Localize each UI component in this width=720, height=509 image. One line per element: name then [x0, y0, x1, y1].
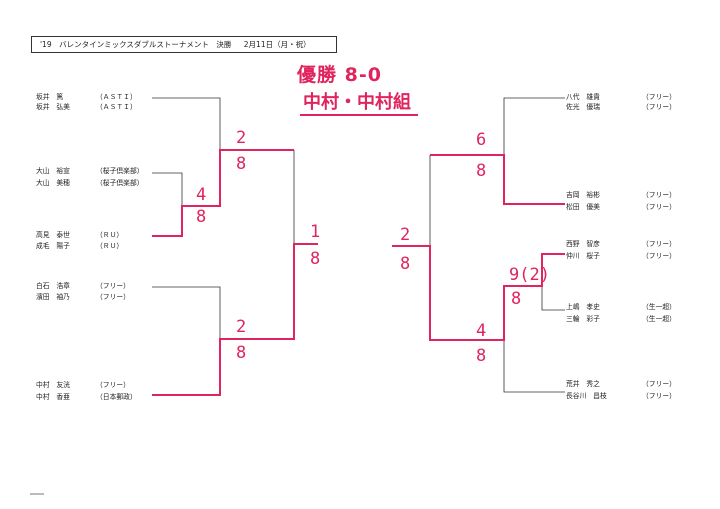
left-player-9: 中村 友洸 （フリー）	[36, 381, 130, 389]
left-player-7: 白石 浩章 （フリー）	[36, 282, 130, 290]
line-right-1	[503, 97, 565, 155]
player-club: （桜子倶楽部）	[96, 167, 144, 175]
win-lines	[152, 149, 565, 396]
left-player-6: 成毛 陽子 （ＲＵ）	[36, 242, 123, 250]
right-player-3: 吉岡 裕彬 （フリー）	[566, 191, 676, 199]
player-club: （フリー）	[642, 240, 676, 248]
win-right-qf1	[430, 154, 565, 205]
score-l-qf1-bot: 8	[236, 154, 247, 174]
line-right-4	[541, 286, 565, 311]
player-name: 佐光 優瑞	[566, 103, 600, 111]
player-name: 荒井 秀之	[566, 380, 600, 388]
player-name: 高見 泰世	[36, 231, 70, 239]
player-name: 上嶋 孝史	[566, 303, 600, 311]
score-r-qf1-top: 6	[476, 130, 487, 150]
right-player-1: 八代 雄貴 （フリー）	[566, 93, 676, 101]
loss-lines	[152, 97, 565, 393]
player-club: （フリー）	[96, 381, 130, 389]
player-club: （桜子倶楽部）	[96, 179, 144, 187]
score-r-qf2-top: 4	[476, 321, 487, 341]
score-r-sf-bot: 8	[400, 254, 411, 274]
player-name: 白石 浩章	[36, 282, 70, 290]
right-player-8: 三輪 彩子 （生一超）	[566, 315, 676, 323]
player-club: （フリー）	[642, 252, 676, 260]
line-left-2	[152, 172, 183, 206]
champion-score: 優勝 8-0	[297, 64, 382, 86]
right-player-9: 荒井 秀之 （フリー）	[566, 380, 676, 388]
left-player-3: 大山 裕宣 （桜子倶楽部）	[36, 167, 144, 175]
player-club: （ＲＵ）	[96, 242, 124, 250]
player-name: 成毛 陽子	[36, 242, 70, 250]
player-club: （フリー）	[642, 103, 676, 111]
line-right-5	[503, 340, 565, 393]
score-r-qf2-bot: 8	[476, 346, 487, 366]
player-name: 中村 友洸	[36, 381, 70, 389]
scan-mark	[30, 493, 44, 495]
player-club: （日本郵政）	[96, 393, 137, 401]
player-club: （ＲＵ）	[96, 231, 124, 239]
player-club: （フリー）	[642, 392, 676, 400]
player-club: （生一超）	[642, 303, 676, 311]
score-r-sf-top: 2	[400, 225, 411, 245]
left-player-2: 坂井 弘美 （ＡＳＴＩ）	[36, 103, 137, 111]
left-player-8: 濱田 袖乃 （フリー）	[36, 293, 130, 301]
score-l-qf1-top: 2	[236, 128, 247, 148]
player-name: 八代 雄貴	[566, 93, 600, 101]
player-club: （フリー）	[642, 203, 676, 211]
player-club: （フリー）	[642, 191, 676, 199]
player-name: 吉岡 裕彬	[566, 191, 600, 199]
score-l-sf-bot: 8	[310, 249, 321, 269]
champion-underline	[300, 114, 418, 116]
player-name: 三輪 彩子	[566, 315, 600, 323]
right-player-6: 仲川 桜子 （フリー）	[566, 252, 676, 260]
right-player-10: 長谷川 昌枝 （フリー）	[566, 392, 676, 400]
player-club: （生一超）	[642, 315, 676, 323]
win-right-final	[392, 245, 565, 341]
event-date: 2月11日（月・祝）	[243, 40, 311, 49]
score-l-r1-bot: 8	[196, 207, 207, 227]
right-player-2: 佐光 優瑞 （フリー）	[566, 103, 676, 111]
player-club: （フリー）	[642, 380, 676, 388]
champion-team: 中村・中村組	[303, 92, 411, 113]
left-player-4: 大山 美穂 （桜子倶楽部）	[36, 179, 144, 187]
player-name: 坂井 篤	[36, 93, 64, 101]
player-club: （フリー）	[642, 93, 676, 101]
win-left-final	[152, 243, 318, 396]
score-r-qf1-bot: 8	[476, 161, 487, 181]
player-name: 濱田 袖乃	[36, 293, 70, 301]
score-r-r1-top: 9(2)	[509, 265, 550, 285]
line-left-1	[152, 97, 221, 150]
win-left-r1	[152, 149, 294, 237]
player-name: 松田 優美	[566, 203, 600, 211]
event-title: '19 バレンタインミックスダブルストーナメント 決勝	[40, 40, 232, 49]
left-player-1: 坂井 篤 （ＡＳＴＩ）	[36, 93, 137, 101]
player-club: （フリー）	[96, 293, 130, 301]
score-l-qf2-bot: 8	[236, 343, 247, 363]
right-player-7: 上嶋 孝史 （生一超）	[566, 303, 676, 311]
right-player-5: 西野 智彦 （フリー）	[566, 240, 676, 248]
left-player-5: 高見 泰世 （ＲＵ）	[36, 231, 123, 239]
player-club: （ＡＳＴＩ）	[96, 93, 137, 101]
player-name: 坂井 弘美	[36, 103, 70, 111]
line-left-3	[152, 286, 221, 339]
player-name: 長谷川 昌枝	[566, 392, 607, 400]
left-player-10: 中村 香亜 （日本郵政）	[36, 393, 137, 401]
player-club: （フリー）	[96, 282, 130, 290]
player-name: 大山 美穂	[36, 179, 70, 187]
player-name: 仲川 桜子	[566, 252, 600, 260]
score-l-sf-top: 1	[310, 222, 321, 242]
player-name: 中村 香亜	[36, 393, 70, 401]
score-l-r1-top: 4	[196, 185, 207, 205]
score-l-qf2-top: 2	[236, 317, 247, 337]
right-player-4: 松田 優美 （フリー）	[566, 203, 676, 211]
player-club: （ＡＳＴＩ）	[96, 103, 137, 111]
player-name: 大山 裕宣	[36, 167, 70, 175]
score-r-r1-bot: 8	[511, 289, 522, 309]
player-name: 西野 智彦	[566, 240, 600, 248]
header-box: '19 バレンタインミックスダブルストーナメント 決勝 2月11日（月・祝）	[31, 36, 337, 53]
